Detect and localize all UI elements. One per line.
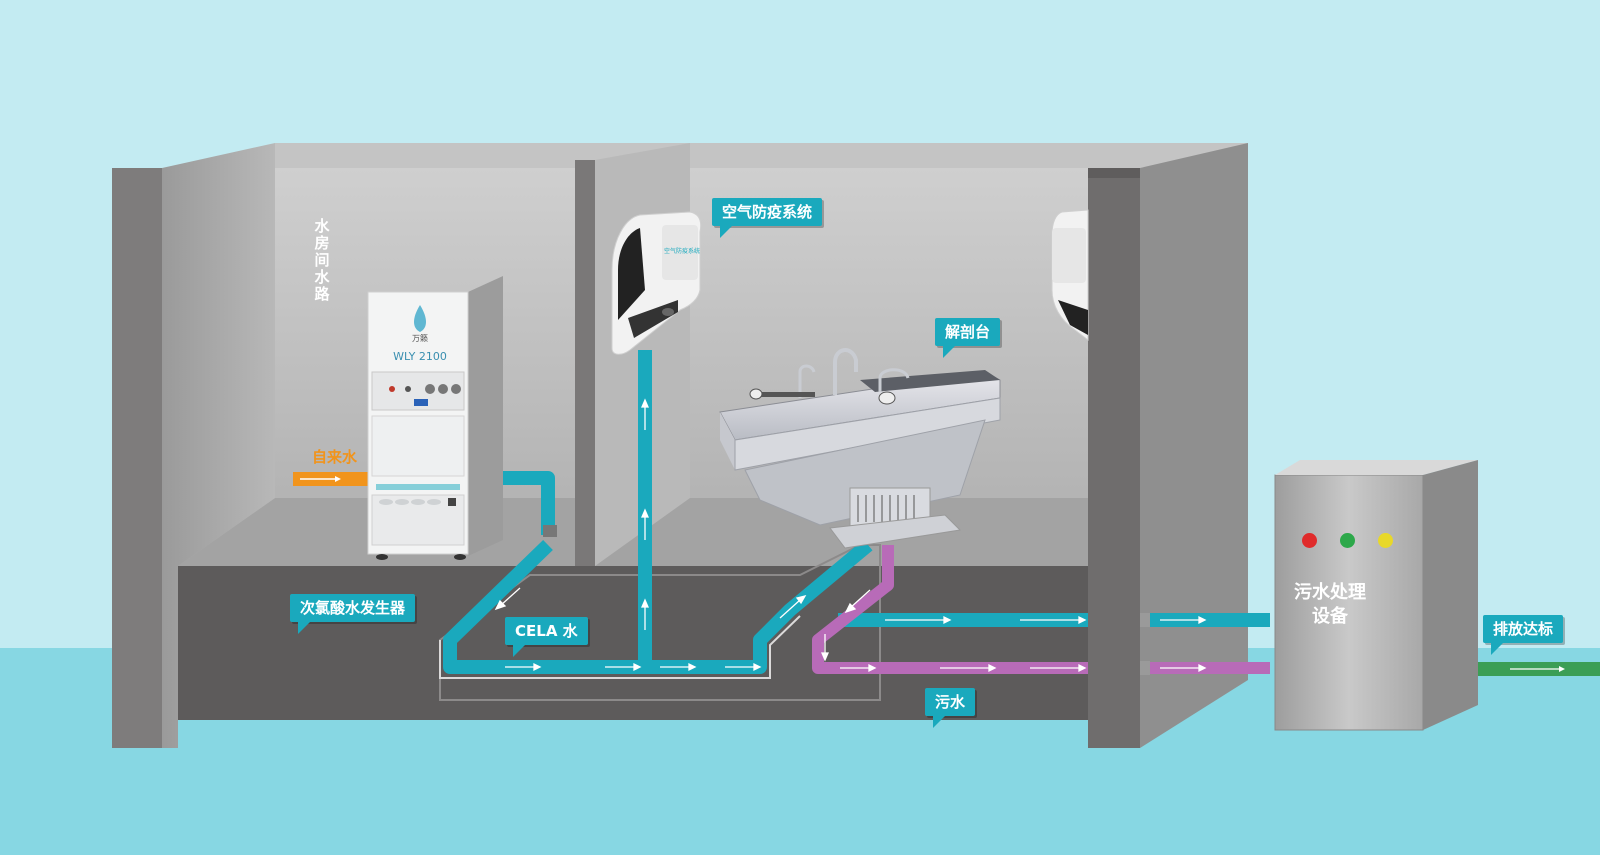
sewage-equipment-label-line1: 污水处理 — [1294, 582, 1366, 603]
status-light-red — [1302, 533, 1317, 548]
sewage-wall-stub — [1140, 661, 1150, 675]
machine-model: WLY 2100 — [393, 350, 447, 363]
discharge-arrowhead — [1559, 666, 1565, 672]
generator-machine — [367, 276, 557, 560]
machine-brand: 万籁 — [412, 334, 428, 343]
callout-discharge: 排放达标 — [1483, 615, 1564, 655]
status-light-green — [1340, 533, 1355, 548]
floor-ledge — [178, 498, 1248, 566]
right-wall-front — [1088, 168, 1140, 748]
middle-wall-front — [575, 160, 595, 566]
trench-outline — [439, 544, 881, 701]
callout-dissection-table: 解剖台 — [935, 318, 1001, 358]
tap-water-arrowhead — [335, 476, 341, 482]
tap-water-label: 自来水 — [312, 448, 358, 466]
wall-top — [275, 143, 1248, 168]
cela-flow-arrows — [494, 398, 1207, 672]
air-unit-panel-label: 空气防疫系统 — [664, 248, 701, 255]
callout-cela-water: CELA 水 — [505, 617, 588, 657]
left-wall-side — [162, 143, 275, 748]
cela-wall-stub — [1140, 613, 1150, 627]
air-unit-right — [1051, 209, 1089, 342]
cela-pipe-outline — [439, 615, 801, 679]
dissection-table — [719, 348, 1001, 549]
sewage-equipment-label: 污水处理 设备 — [1275, 581, 1385, 629]
air-unit-left — [611, 211, 702, 355]
sewage-flow-arrows — [821, 589, 1207, 673]
vertical-room-label: 水房间水路 — [314, 217, 330, 303]
sewage-equipment-label-line2: 设备 — [1312, 606, 1348, 627]
callout-generator: 次氯酸水发生器 — [290, 594, 416, 634]
callout-sewage: 污水 — [925, 688, 976, 728]
status-light-yellow — [1378, 533, 1393, 548]
right-wall-side — [1140, 143, 1248, 748]
left-wall-front — [112, 168, 162, 748]
right-wall-top — [1088, 168, 1140, 178]
callout-air-system: 空气防疫系统 — [712, 198, 823, 238]
